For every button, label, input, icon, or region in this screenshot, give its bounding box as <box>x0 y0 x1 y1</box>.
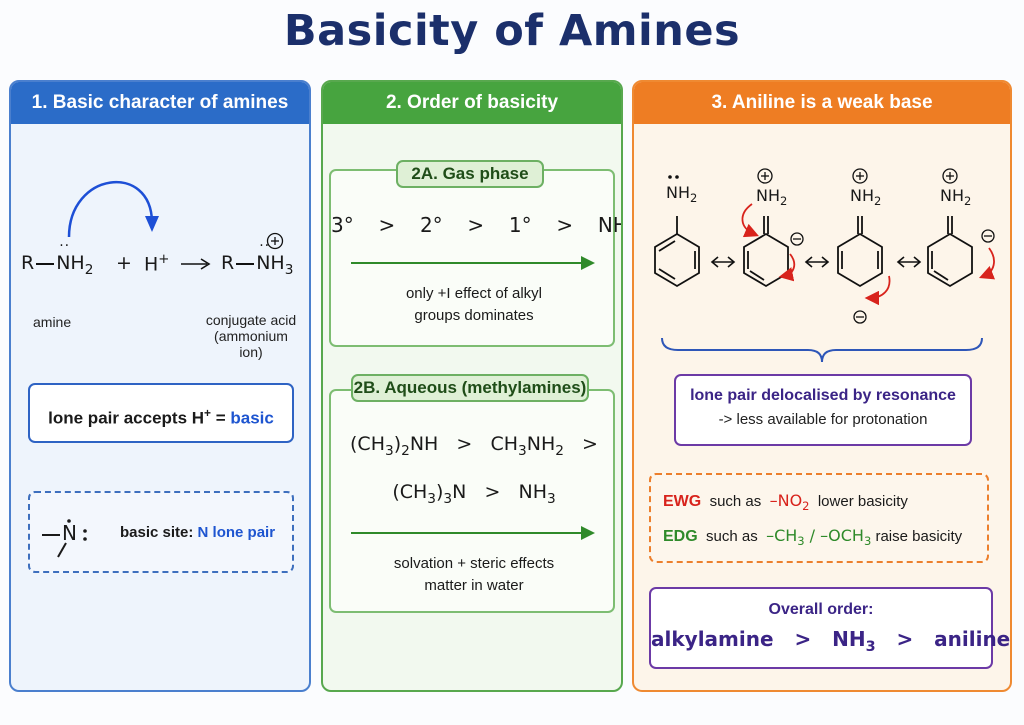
overall-order-sequence: alkylamine > NH3 > aniline <box>651 627 1011 655</box>
aniline-structure-3 <box>837 168 891 324</box>
nh2-label-4: NH2 <box>940 186 972 209</box>
aqueous-arrowhead <box>581 526 595 540</box>
aqueous-order-line-1: (CH3)2NH > CH3NH2 > <box>350 433 598 459</box>
amine-label: amine <box>33 314 72 330</box>
basic-site-text: basic site: N lone pair <box>120 524 276 541</box>
panel-header-aniline: 3. Aniline is a weak base <box>634 82 1010 124</box>
conjugate-acid-label: conjugate acid (ammonium ion) <box>205 312 297 360</box>
nh2-label-1: NH2 <box>666 183 698 206</box>
gas-phase-tag: 2A. Gas phase <box>396 160 544 188</box>
panel-order-of-basicity: 2. Order of basicity 3° > 2° > 1° > NH3 … <box>321 80 623 692</box>
nh2-label-3: NH2 <box>850 186 882 209</box>
positive-charge-icon <box>266 232 284 250</box>
basic-site-box: N basic site: N lone pair <box>28 491 294 573</box>
panel-header-order: 2. Order of basicity <box>323 82 621 124</box>
resonance-explanation-line-1: lone pair delocalised by resonance <box>690 387 956 404</box>
nh2-label-2: NH2 <box>756 186 788 209</box>
reactant-amine: R··NH2 <box>21 238 94 278</box>
gas-phase-arrowhead <box>581 256 595 270</box>
plus-sign: + <box>116 252 132 274</box>
proton: H+ <box>144 252 170 276</box>
electron-push-arrow <box>67 180 159 238</box>
product-ammonium: R··NH3 <box>221 238 294 278</box>
substituent-effects-box: EWG such as –NO2 lower basicity EDG such… <box>649 473 989 563</box>
aqueous-tag: 2B. Aqueous (methylamines) <box>351 374 589 402</box>
aqueous-note: solvation + steric effects matter in wat… <box>393 555 555 594</box>
reaction-arrow-icon <box>181 258 211 270</box>
page-title: Basicity of Amines <box>283 6 741 56</box>
resonance-explanation-line-2: -> less available for protonation <box>718 411 928 428</box>
gas-phase-order: 3° > 2° > 1° > NH3 <box>331 213 621 237</box>
gas-phase-arrow <box>351 262 583 264</box>
aniline-structure-2 <box>741 168 804 288</box>
aqueous-order-line-2: (CH3)3N > NH3 <box>392 481 556 507</box>
aniline-structure-1 <box>654 175 700 288</box>
panel-header-basic-character: 1. Basic character of amines <box>11 82 309 124</box>
panel-aniline-weak-base: 3. Aniline is a weak base <box>632 80 1012 692</box>
ewg-line: EWG such as –NO2 lower basicity <box>663 491 908 514</box>
overall-order-box: Overall order: alkylamine > NH3 > anilin… <box>649 587 1011 669</box>
aniline-resonance-structures <box>654 168 996 324</box>
panel-basic-character: 1. Basic character of amines R··NH2 + H+… <box>9 80 311 692</box>
edg-line: EDG such as –CH3 / –OCH3 raise basicity <box>663 526 963 549</box>
lone-pair-box: lone pair accepts H+ = basic <box>28 383 294 443</box>
gas-phase-note: only +I effect of alkyl groups dominates <box>405 285 543 324</box>
aqueous-card: (CH3)2NH > CH3NH2 > (CH3)3N > NH3 solvat… <box>329 389 615 613</box>
aqueous-arrow <box>351 532 583 534</box>
resonance-explanation-box: lone pair delocalised by resonance -> le… <box>674 374 972 446</box>
aniline-structure-4 <box>927 168 996 288</box>
overall-order-heading: Overall order: <box>768 601 874 618</box>
nitrogen-lone-pair-icon <box>42 519 87 558</box>
nitrogen-atom: N <box>62 521 77 545</box>
gas-phase-card: 3° > 2° > 1° > NH3 only +I effect of alk… <box>329 169 621 347</box>
curly-brace-icon <box>661 337 983 363</box>
